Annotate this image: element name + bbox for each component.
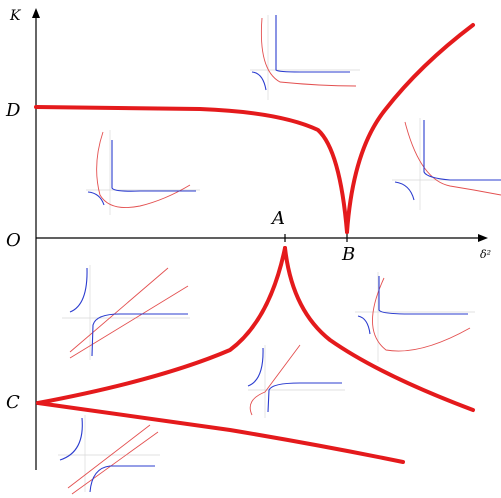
inset-top-center-blue-lower: [251, 71, 267, 91]
inset-upper-left: [86, 130, 200, 215]
inset-upper-right: [392, 118, 501, 210]
inset-middle-bottom-blue-horizontal: [267, 382, 342, 413]
inset-lower-left-blue-vertical: [69, 267, 88, 313]
y-axis-label: K: [9, 8, 22, 24]
inset-middle-bottom-red: [249, 344, 301, 416]
point-label-B: B: [341, 244, 355, 265]
inset-bottom-left-red-2: [71, 431, 159, 495]
inset-upper-right-red: [404, 121, 501, 196]
inset-top-center-blue: [275, 15, 350, 73]
curve-A-to-right: [283, 246, 475, 412]
curve-D-to-B: [34, 105, 349, 234]
inset-bottom-left: [58, 415, 160, 495]
inset-lower-right-blue-lower: [357, 315, 371, 335]
inset-lower-right-red: [372, 277, 471, 352]
point-label-D: D: [5, 100, 21, 121]
inset-lower-left: [62, 265, 190, 360]
inset-lower-left-blue-horizontal: [91, 313, 188, 357]
point-label-C: C: [6, 392, 20, 413]
inset-lower-right-blue: [378, 276, 468, 315]
inset-upper-right-blue: [423, 120, 501, 181]
inset-top-center-red: [260, 17, 357, 87]
inset-upper-left-blue-lower: [87, 191, 105, 206]
x-axis-label: δ²: [480, 248, 491, 261]
bifurcation-curves: [34, 23, 475, 464]
curve-B-rising: [345, 23, 475, 234]
inset-middle-bottom: [247, 344, 345, 418]
inset-lower-right: [355, 272, 475, 362]
origin-label: O: [6, 230, 21, 251]
inset-bottom-left-blue-vertical: [59, 417, 83, 461]
x-axis-arrow: [478, 234, 488, 242]
point-label-A: A: [270, 208, 285, 229]
inset-upper-left-red: [96, 131, 191, 209]
y-axis-arrow: [32, 8, 40, 18]
curve-C-to-bottom-right: [36, 401, 405, 464]
curve-C-to-A: [36, 246, 287, 405]
inset-upper-left-blue: [111, 140, 196, 192]
inset-top-center: [250, 15, 360, 100]
inset-upper-right-blue-lower: [394, 181, 415, 201]
inset-bottom-left-red-1: [67, 424, 151, 489]
inset-lower-left-red-1: [69, 267, 169, 353]
inset-bottom-left-blue-horizontal: [89, 465, 155, 493]
inset-middle-bottom-blue-vertical: [247, 347, 264, 387]
inset-lower-left-red-2: [69, 285, 189, 359]
axes: [32, 8, 488, 470]
